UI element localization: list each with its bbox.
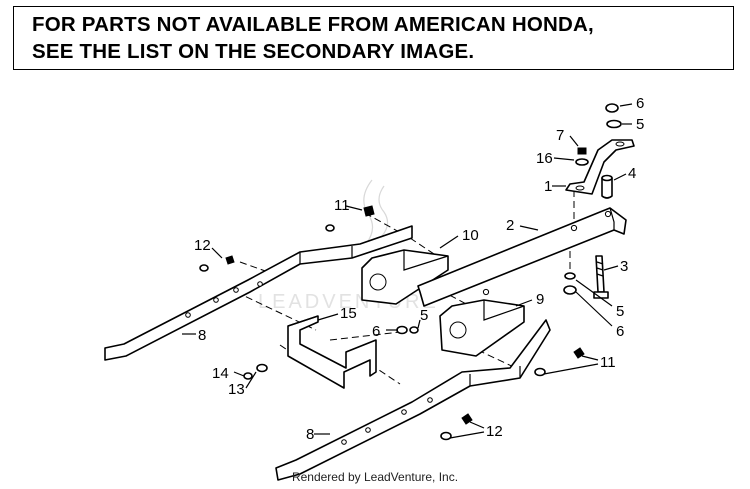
callout-11-upper: 11 bbox=[334, 197, 350, 214]
callout-14: 14 bbox=[212, 365, 229, 382]
callout-5-top: 5 bbox=[636, 116, 644, 133]
bolt-11-lower-b bbox=[534, 367, 546, 377]
washer-12-upper bbox=[199, 264, 209, 272]
nut-13 bbox=[256, 363, 268, 373]
callout-numbers: 6 5 7 16 1 4 2 3 5 6 11 10 12 9 5 6 8 15… bbox=[194, 95, 644, 443]
callout-2: 2 bbox=[506, 217, 514, 234]
callout-5-middle: 5 bbox=[420, 307, 428, 324]
callout-10: 10 bbox=[462, 227, 479, 244]
notice-line-1: FOR PARTS NOT AVAILABLE FROM AMERICAN HO… bbox=[32, 13, 594, 36]
parts-notice-box: FOR PARTS NOT AVAILABLE FROM AMERICAN HO… bbox=[13, 6, 734, 70]
washer-5-top bbox=[606, 119, 622, 129]
bolt-11-upper bbox=[363, 205, 375, 217]
callout-11-lower: 11 bbox=[600, 354, 616, 371]
callout-12-lower: 12 bbox=[486, 423, 503, 440]
mounting-bracket-1 bbox=[565, 139, 635, 195]
bolt-7 bbox=[577, 147, 587, 155]
u-bracket-15 bbox=[287, 315, 377, 389]
washer-11-upper bbox=[325, 224, 335, 232]
callout-12-upper: 12 bbox=[194, 237, 211, 254]
nut-6-lower bbox=[563, 285, 577, 295]
bolt-12-upper bbox=[225, 255, 235, 265]
callout-8-lower: 8 bbox=[306, 426, 314, 443]
callout-13: 13 bbox=[228, 381, 245, 398]
washer-14 bbox=[243, 372, 253, 380]
callout-5-right: 5 bbox=[616, 303, 624, 320]
bolt-3 bbox=[593, 255, 609, 299]
callout-6-top: 6 bbox=[636, 95, 644, 112]
callout-9: 9 bbox=[536, 291, 544, 308]
callout-16: 16 bbox=[536, 150, 553, 167]
washer-5-middle bbox=[409, 326, 419, 334]
callout-15: 15 bbox=[340, 305, 357, 322]
bolt-11-lower-a bbox=[573, 347, 585, 359]
bolt-12-lower-a bbox=[461, 413, 473, 425]
callout-1: 1 bbox=[544, 178, 552, 195]
render-credit: Rendered by LeadVenture, Inc. bbox=[291, 470, 459, 484]
callout-6-right: 6 bbox=[616, 323, 624, 340]
callout-8-upper: 8 bbox=[198, 327, 206, 344]
leader-lines bbox=[182, 103, 633, 439]
bolt-12-lower-b bbox=[440, 431, 452, 441]
nut-6-top bbox=[605, 103, 619, 113]
bracket-9 bbox=[439, 299, 525, 357]
callout-6-middle: 6 bbox=[372, 323, 380, 340]
callout-7: 7 bbox=[556, 127, 564, 144]
washer-5-lower bbox=[564, 272, 576, 280]
spacer-4 bbox=[601, 174, 613, 199]
washer-16 bbox=[575, 158, 589, 166]
bracket-10 bbox=[361, 249, 449, 305]
frame-rail-upper bbox=[104, 225, 413, 361]
notice-line-2: SEE THE LIST ON THE SECONDARY IMAGE. bbox=[32, 40, 475, 63]
cross-bar-2 bbox=[417, 207, 627, 307]
frame-rail-lower bbox=[275, 319, 551, 481]
nut-6-middle bbox=[396, 325, 408, 335]
callout-3: 3 bbox=[620, 258, 628, 275]
callout-4: 4 bbox=[628, 165, 636, 182]
